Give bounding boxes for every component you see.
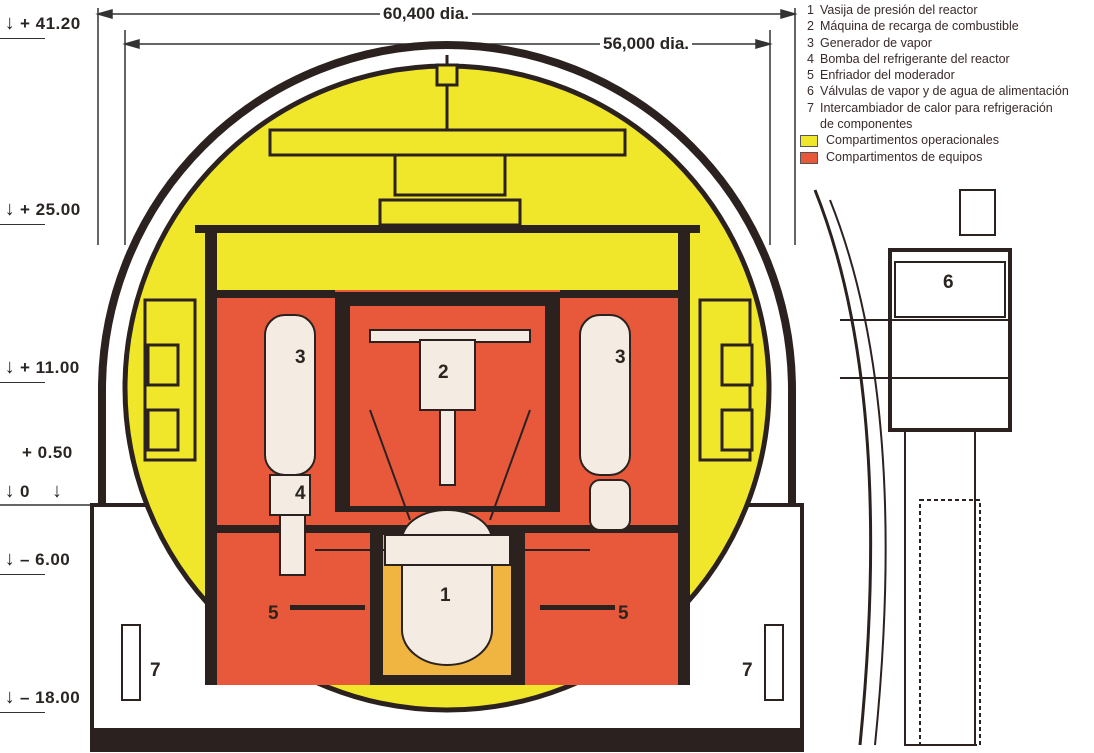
elevation-11: ↓+ 11.00 [0, 356, 130, 383]
callout-7-right: 7 [742, 660, 753, 681]
fuelling-machine [369, 329, 531, 521]
side-cabinets [143, 298, 754, 462]
down-arrow-icon: ↓ [4, 686, 16, 708]
callout-3-right: 3 [615, 347, 626, 368]
legend-equipment: Compartimentos de equipos [798, 149, 1069, 165]
down-arrow-icon: ↓ [4, 356, 16, 378]
callout-2: 2 [438, 362, 449, 383]
yellow-swatch-icon [800, 135, 818, 148]
elevation-41-20: ↓+ 41.20 [0, 12, 130, 39]
orange-swatch-icon [800, 151, 818, 164]
elevation-25: ↓+ 25.00 [0, 198, 130, 225]
refuelling-bridge [268, 55, 627, 227]
down-arrow-icon: ↓ [4, 12, 16, 34]
legend-item-cont: de componentes [820, 117, 913, 132]
reactor-vessel [315, 509, 590, 666]
elevation-0-50: + 0.50 [22, 443, 73, 462]
elevation-0: ↓0 ↓ [0, 480, 130, 503]
elevation-minus-18: ↓– 18.00 [0, 686, 130, 713]
down-arrow-icon: ↓ [4, 480, 16, 502]
elevation-minus-6: ↓– 6.00 [0, 548, 130, 575]
callout-3-left: 3 [295, 347, 306, 368]
callout-6: 6 [943, 272, 954, 293]
heat-exchangers [121, 624, 784, 701]
inner-diameter-label: 56,000 dia. [600, 34, 693, 54]
callout-5-right: 5 [618, 603, 629, 624]
legend-operational: Compartimentos operacionales [798, 132, 1069, 148]
side-section [813, 189, 1012, 746]
callout-5-left: 5 [268, 603, 279, 624]
callout-1: 1 [440, 585, 451, 606]
callout-7-left: 7 [150, 660, 161, 681]
down-arrow-icon: ↓ [4, 548, 16, 570]
callout-4: 4 [295, 483, 306, 504]
outer-diameter-label: 60,400 dia. [380, 4, 473, 24]
steam-generators [264, 314, 631, 576]
down-arrow-icon: ↓ [51, 480, 63, 502]
down-arrow-icon: ↓ [4, 198, 16, 220]
